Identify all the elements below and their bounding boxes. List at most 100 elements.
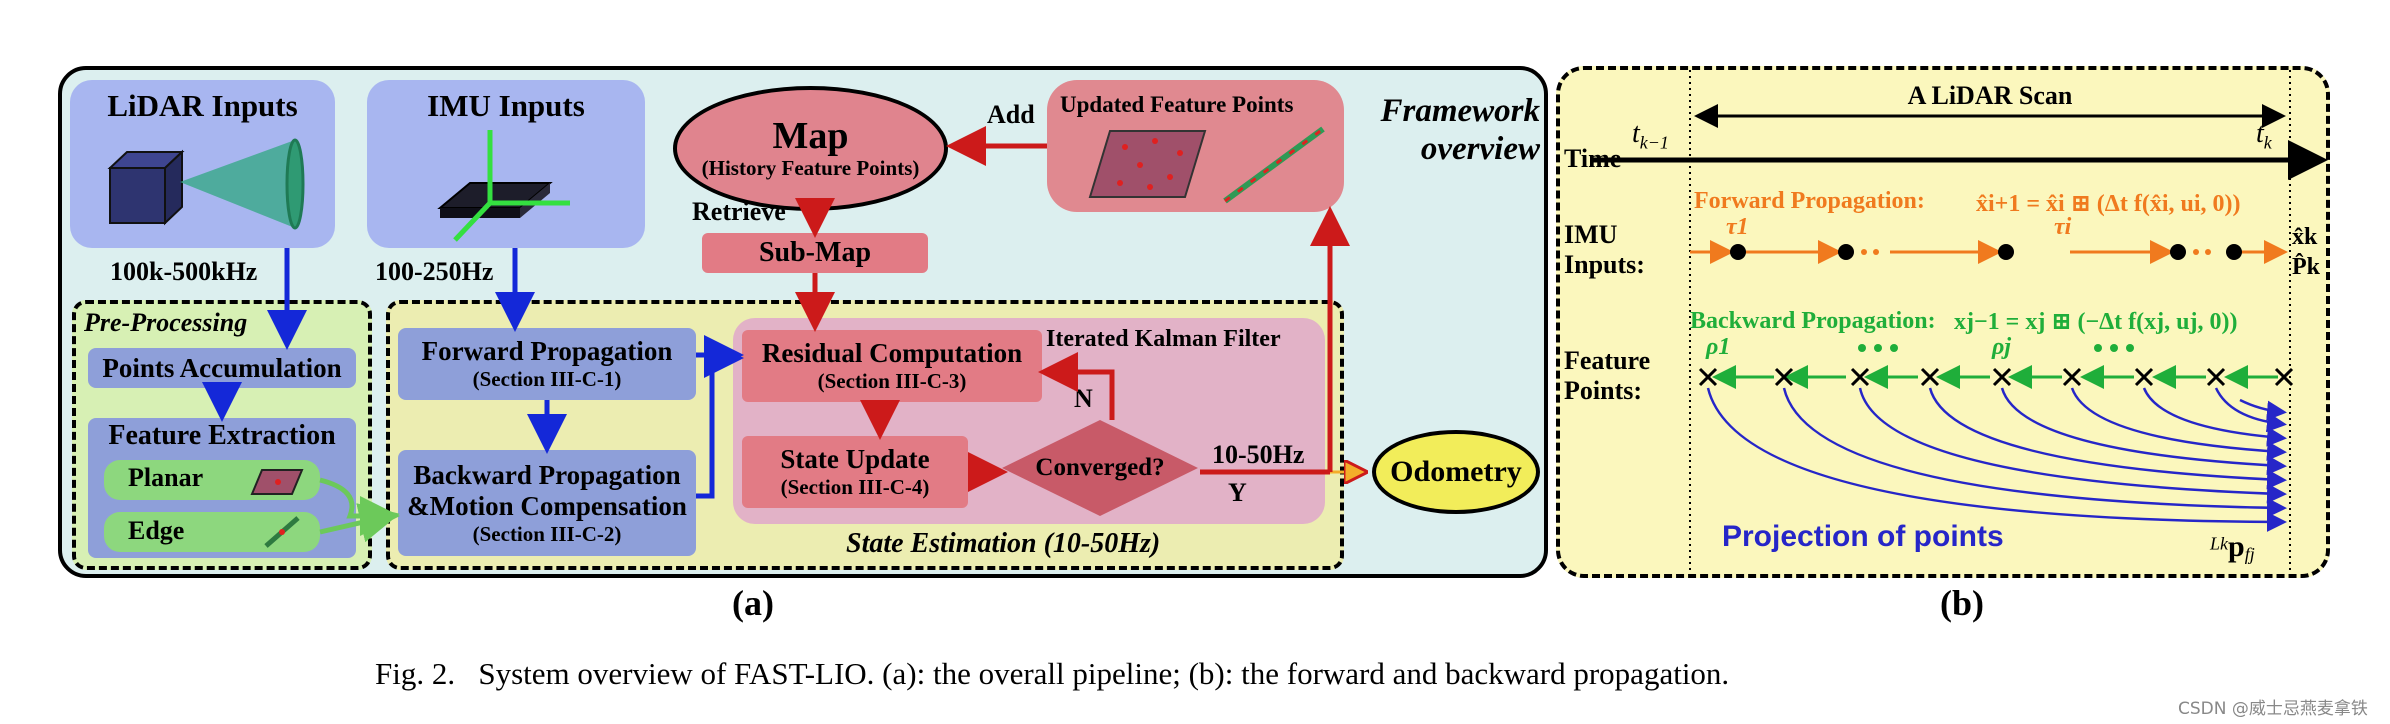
rho-j-label: ρj (1992, 334, 2012, 360)
figure-caption: Fig. 2. System overview of FAST-LIO. (a)… (375, 656, 1730, 691)
t-prev-subscript: k−1 (1639, 132, 1669, 153)
add-label: Add (987, 100, 1035, 129)
rho-1-label: ρ1 (1706, 334, 1731, 360)
sub-map-box: Sub-Map (702, 233, 928, 273)
feature-point-mark (2274, 367, 2294, 387)
lidar-rate: 100k-500kHz (110, 257, 258, 286)
t-k-label: tk (2256, 118, 2272, 154)
feature-points-line1: Feature (1564, 346, 1651, 375)
map-node: Map (History Feature Points) (673, 86, 948, 211)
state-update-section: (Section III-C-4) (780, 475, 930, 499)
blue-arrows (202, 248, 744, 499)
backward-propagation-title: Backward Propagation (413, 459, 681, 490)
projected-point-subscript: fj (2244, 544, 2255, 565)
backward-propagation-equation: xj−1 = xj ⊞ (−Δt f(xj, uj, 0)) (1954, 309, 2238, 335)
feature-points (1698, 367, 2294, 387)
scan-title: A LiDAR Scan (1907, 81, 2073, 110)
lidar-inputs-title: LiDAR Inputs (107, 88, 298, 123)
feature-point-mark (2134, 367, 2154, 387)
map-title: Map (772, 115, 849, 157)
converged-diamond (1002, 420, 1198, 516)
projected-point-label: Lkpfj (2210, 530, 2255, 565)
forward-propagation-section: (Section III-C-1) (472, 367, 622, 391)
feature-extraction-title: Feature Extraction (108, 420, 336, 451)
motion-compensation-title: &Motion Compensation (407, 490, 687, 521)
red-arrows (795, 126, 1362, 492)
imu-sample (2170, 244, 2186, 260)
map-subtitle: (History Feature Points) (701, 156, 920, 180)
imu-sample (1998, 244, 2014, 260)
framework-overview-title: Framework overview (1350, 92, 1540, 168)
pre-processing-title: Pre-Processing (84, 308, 248, 337)
t-k-symbol: t (2256, 118, 2264, 149)
feature-point-mark (2206, 367, 2226, 387)
imu-sample (2226, 244, 2242, 260)
tau-1-label: τ1 (1726, 214, 1749, 240)
panel-b-label: (b) (1940, 583, 1984, 623)
backward-propagation-section: (Section III-C-2) (472, 521, 622, 546)
imu-ellipsis (1861, 249, 2211, 255)
yes-label: Y (1228, 478, 1247, 507)
imu-inputs-line1: IMU (1564, 220, 1618, 249)
retrieve-label: Retrieve (692, 197, 786, 226)
imu-inputs-label: IMU Inputs: (1564, 220, 1645, 280)
updated-feature-points-title: Updated Feature Points (1060, 92, 1294, 117)
feature-ellipsis (1858, 344, 2134, 352)
feature-point-mark (1698, 367, 1718, 387)
feature-point-mark (1992, 367, 2012, 387)
feature-point-mark (1850, 367, 1870, 387)
t-k-subscript: k (2263, 132, 2272, 153)
projection-curves (1706, 387, 2287, 532)
projection-of-points-label: Projection of points (1722, 520, 2004, 553)
feature-points-label: Feature Points: (1564, 346, 1650, 406)
imu-sensor-icon (437, 130, 570, 242)
feature-point-mark (2062, 367, 2082, 387)
imu-sample (1838, 244, 1854, 260)
lidar-sensor-icon (107, 138, 305, 230)
imu-rate: 100-250Hz (375, 257, 494, 286)
feature-points-icon (1088, 126, 1325, 204)
odometry-rate: 10-50Hz (1212, 440, 1305, 469)
projected-point-symbol: p (2228, 530, 2245, 563)
state-update-title: State Update (780, 444, 930, 474)
state-estimation-title: State Estimation (10-50Hz) (846, 528, 1161, 559)
p-hat-k: P̂k (2292, 254, 2321, 280)
panel-a-label: (a) (732, 583, 774, 623)
tau-i-label: τi (2054, 214, 2072, 240)
time-label: Time (1564, 144, 1622, 173)
forward-propagation-box: Forward Propagation (Section III-C-1) (398, 328, 696, 400)
backward-propagation-box: Backward Propagation &Motion Compensatio… (398, 450, 696, 556)
residual-computation-title: Residual Computation (761, 338, 1023, 368)
t-prev-symbol: t (1632, 118, 1640, 149)
imu-samples (1730, 244, 2242, 260)
converged-label: Converged? (1035, 454, 1165, 481)
x-hat-k: x̂k (2292, 224, 2318, 250)
feature-point-mark (1774, 367, 1794, 387)
imu-inputs-box (367, 80, 645, 248)
projected-point-frame: Lk (2210, 533, 2228, 554)
forward-propagation-title: Forward Propagation (421, 336, 673, 366)
imu-inputs-title: IMU Inputs (427, 88, 585, 123)
framework-overview-line1: Framework (1380, 93, 1540, 129)
imu-sample (1730, 244, 1746, 260)
state-update-box: State Update (Section III-C-4) (742, 436, 968, 508)
planar-icon (250, 469, 304, 495)
forward-propagation-equation: x̂i+1 = x̂i ⊞ (Δt f(x̂i, ui, 0)) (1976, 191, 2241, 217)
points-accumulation-box: Points Accumulation (88, 348, 356, 388)
odometry-node: Odometry (1372, 430, 1540, 514)
state-estimate-labels: x̂k P̂k (2292, 222, 2320, 282)
edge-icon (264, 516, 300, 548)
propagation-panel (1556, 66, 2330, 578)
t-prev-label: tk−1 (1632, 118, 1669, 154)
feature-points-line2: Points: (1564, 376, 1642, 405)
framework-overview-line2: overview (1420, 131, 1540, 167)
forward-propagation-label: Forward Propagation: (1694, 188, 1925, 214)
green-arrows (319, 477, 400, 543)
imu-inputs-line2: Inputs: (1564, 250, 1645, 279)
planar-label: Planar (128, 463, 204, 492)
residual-computation-section: (Section III-C-3) (817, 369, 967, 393)
iterated-kalman-filter-title: Iterated Kalman Filter (1046, 326, 1281, 352)
residual-computation-box: Residual Computation (Section III-C-3) (742, 330, 1042, 402)
